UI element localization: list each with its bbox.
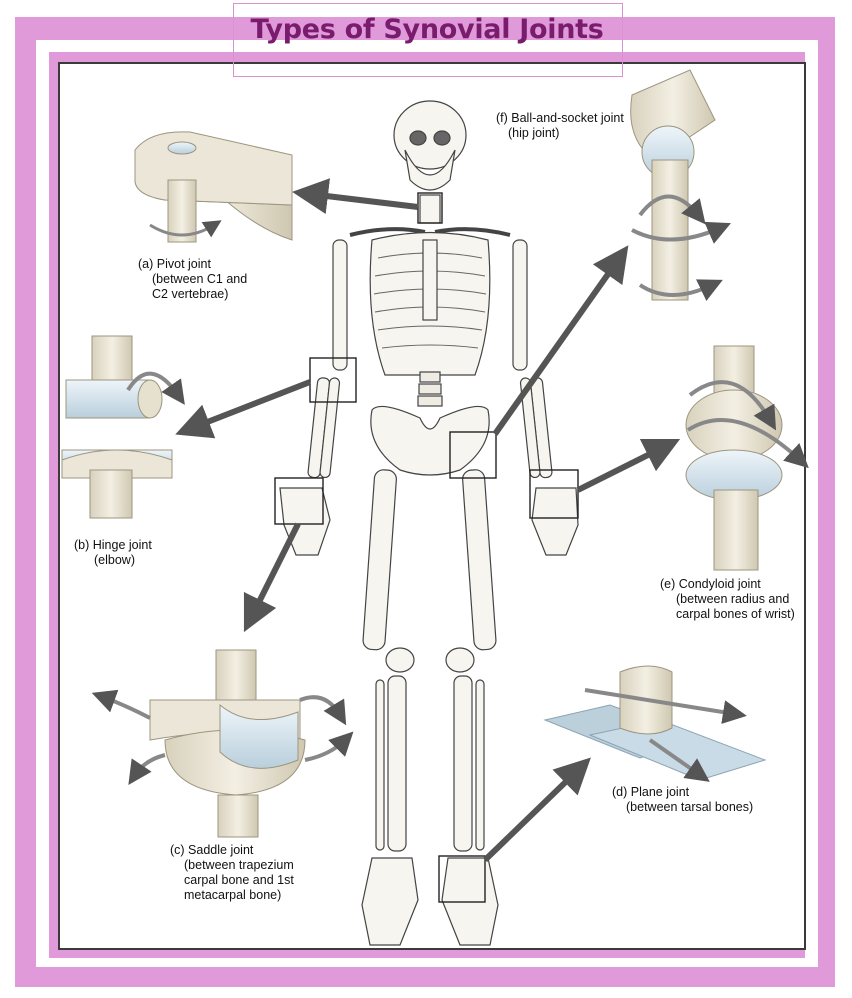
left-arm	[280, 240, 347, 555]
plane-joint-label: (d) Plane joint (between tarsal bones)	[612, 785, 753, 815]
saddle-joint-model	[103, 650, 345, 837]
neck-vertebrae	[420, 195, 440, 223]
pelvis	[371, 406, 489, 475]
sternum	[423, 240, 437, 320]
skeleton	[280, 101, 578, 945]
pivot-joint-label: (a) Pivot joint (between C1 and C2 verte…	[138, 257, 247, 302]
condyloid-joint-label: (e) Condyloid joint (between radius and …	[660, 577, 795, 622]
left-leg	[362, 469, 418, 945]
pivot-joint-model	[135, 132, 292, 242]
hinge-joint-label: (b) Hinge joint (elbow)	[74, 538, 152, 568]
ball-socket-joint-model	[631, 70, 720, 300]
ball-socket-joint-label: (f) Ball-and-socket joint (hip joint)	[496, 111, 624, 141]
plane-joint-model	[545, 666, 765, 780]
page-title: Types of Synovial Joints	[240, 14, 614, 45]
saddle-joint-label: (c) Saddle joint (between trapezium carp…	[170, 843, 294, 903]
hinge-joint-model	[62, 336, 178, 518]
skull	[394, 101, 466, 169]
right-leg	[442, 469, 498, 945]
condyloid-joint-model	[686, 346, 800, 570]
